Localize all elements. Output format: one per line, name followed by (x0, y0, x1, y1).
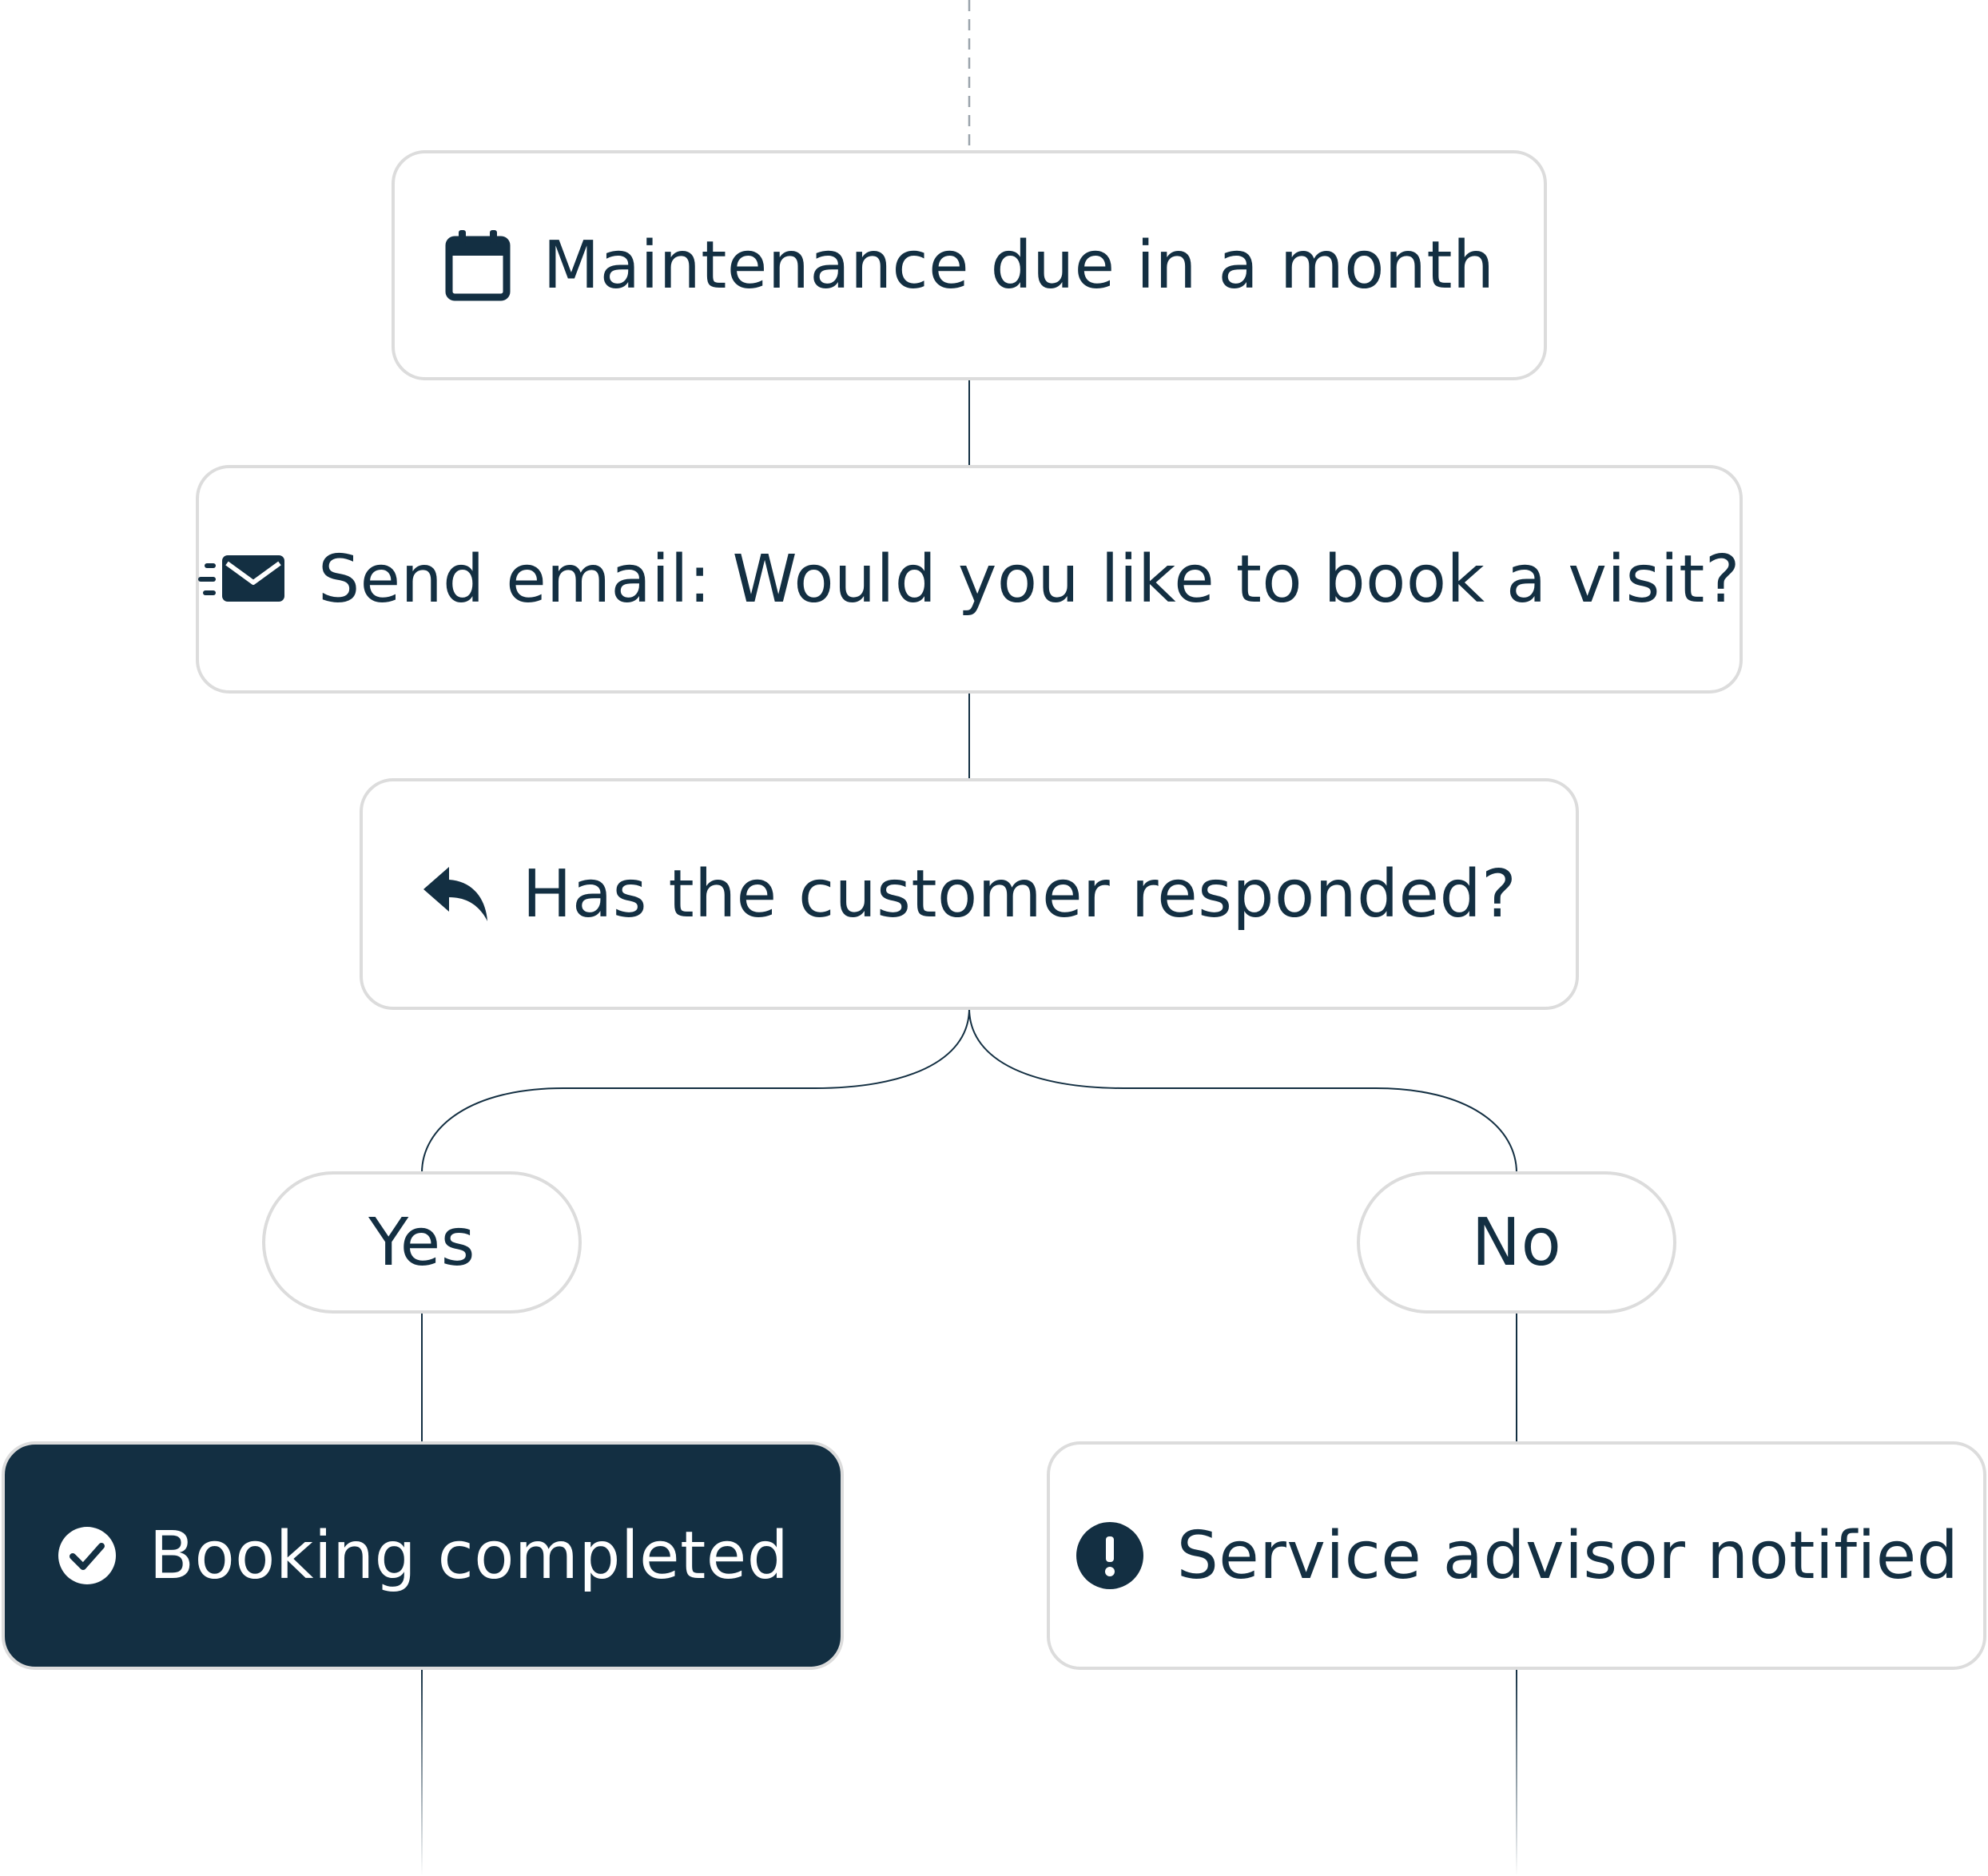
branch-no-label: No (1471, 1204, 1562, 1281)
branch-yes-pill[interactable]: Yes (262, 1171, 582, 1314)
booking-completed-label: Booking completed (149, 1517, 789, 1594)
reply-icon (422, 864, 491, 924)
trigger-node[interactable]: Maintenance due in a month (392, 150, 1547, 380)
branch-no-pill[interactable]: No (1357, 1171, 1676, 1314)
exclamation-circle-icon (1075, 1520, 1145, 1591)
service-advisor-label: Service advisor notified (1176, 1517, 1959, 1594)
service-advisor-node[interactable]: Service advisor notified (1047, 1441, 1986, 1670)
send-email-node[interactable]: Send email: Would you like to book a vis… (196, 465, 1743, 694)
trigger-label: Maintenance due in a month (543, 227, 1495, 304)
check-circle-icon (57, 1525, 117, 1586)
condition-node[interactable]: Has the customer responded? (360, 778, 1579, 1010)
calendar-icon (444, 229, 511, 302)
condition-label: Has the customer responded? (522, 856, 1517, 932)
fast-mail-icon (198, 554, 286, 605)
send-email-label: Send email: Would you like to book a vis… (318, 541, 1740, 618)
trailing-connector-advisor (1516, 1668, 1517, 1876)
connector-condition-to-no (968, 1008, 1517, 1174)
connector-condition-to-yes (421, 1008, 970, 1174)
booking-completed-node[interactable]: Booking completed (2, 1441, 844, 1670)
trailing-connector-booking (421, 1668, 423, 1876)
branch-yes-label: Yes (368, 1204, 475, 1281)
